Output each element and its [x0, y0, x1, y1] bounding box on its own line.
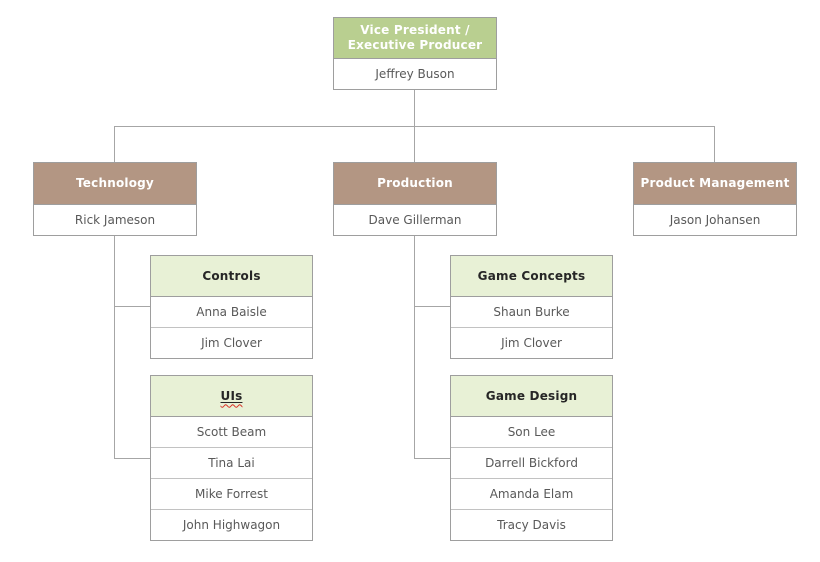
title-line-1: Vice President /: [360, 23, 470, 37]
node-title-uis: UIs: [151, 376, 312, 417]
connector-game-design-branch: [414, 458, 450, 459]
member-row[interactable]: Shaun Burke: [493, 305, 570, 319]
member-row[interactable]: Amanda Elam: [451, 478, 612, 509]
node-technology[interactable]: Technology Rick Jameson: [33, 162, 197, 236]
member-row[interactable]: Tina Lai: [151, 447, 312, 478]
spellcheck-squiggle: UIs: [220, 388, 243, 403]
connector-game-concepts-branch: [414, 306, 450, 307]
node-game-design[interactable]: Game Design Son Lee Darrell Bickford Ama…: [450, 375, 613, 541]
member-row[interactable]: Rick Jameson: [74, 213, 156, 227]
node-uis[interactable]: UIs Scott Beam Tina Lai Mike Forrest Joh…: [150, 375, 313, 541]
node-title-controls: Controls: [151, 256, 312, 297]
connector-uis-branch: [114, 458, 150, 459]
member-row[interactable]: Darrell Bickford: [451, 447, 612, 478]
member-row[interactable]: Jim Clover: [451, 327, 612, 358]
underlined-title: UIs: [221, 389, 243, 404]
node-production[interactable]: Production Dave Gillerman: [333, 162, 497, 236]
node-title-product-management: Product Management: [634, 163, 796, 205]
member-row[interactable]: John Highwagon: [151, 509, 312, 540]
node-title-game-concepts: Game Concepts: [451, 256, 612, 297]
member-row[interactable]: Son Lee: [507, 425, 556, 439]
connector-root-drop: [414, 88, 415, 126]
node-title-technology: Technology: [34, 163, 196, 205]
node-product-management[interactable]: Product Management Jason Johansen: [633, 162, 797, 236]
connector-technology-trunk: [114, 236, 115, 459]
connector-production-drop: [414, 126, 415, 162]
member-row[interactable]: Jason Johansen: [669, 213, 761, 227]
member-row[interactable]: Anna Baisle: [196, 305, 267, 319]
member-row[interactable]: Tracy Davis: [451, 509, 612, 540]
node-vp-executive-producer[interactable]: Vice President / Executive Producer Jeff…: [333, 17, 497, 90]
node-controls[interactable]: Controls Anna Baisle Jim Clover: [150, 255, 313, 359]
member-row[interactable]: Scott Beam: [196, 425, 267, 439]
node-title-vp: Vice President / Executive Producer: [334, 18, 496, 59]
connector-technology-drop: [114, 126, 115, 162]
member-row[interactable]: Jim Clover: [151, 327, 312, 358]
node-title-production: Production: [334, 163, 496, 205]
connector-controls-branch: [114, 306, 150, 307]
connector-product-management-drop: [714, 126, 715, 162]
node-title-game-design: Game Design: [451, 376, 612, 417]
connector-production-trunk: [414, 236, 415, 459]
node-game-concepts[interactable]: Game Concepts Shaun Burke Jim Clover: [450, 255, 613, 359]
member-row[interactable]: Jeffrey Buson: [375, 67, 455, 81]
member-row[interactable]: Dave Gillerman: [368, 213, 462, 227]
member-row[interactable]: Mike Forrest: [151, 478, 312, 509]
title-line-2: Executive Producer: [347, 38, 483, 52]
